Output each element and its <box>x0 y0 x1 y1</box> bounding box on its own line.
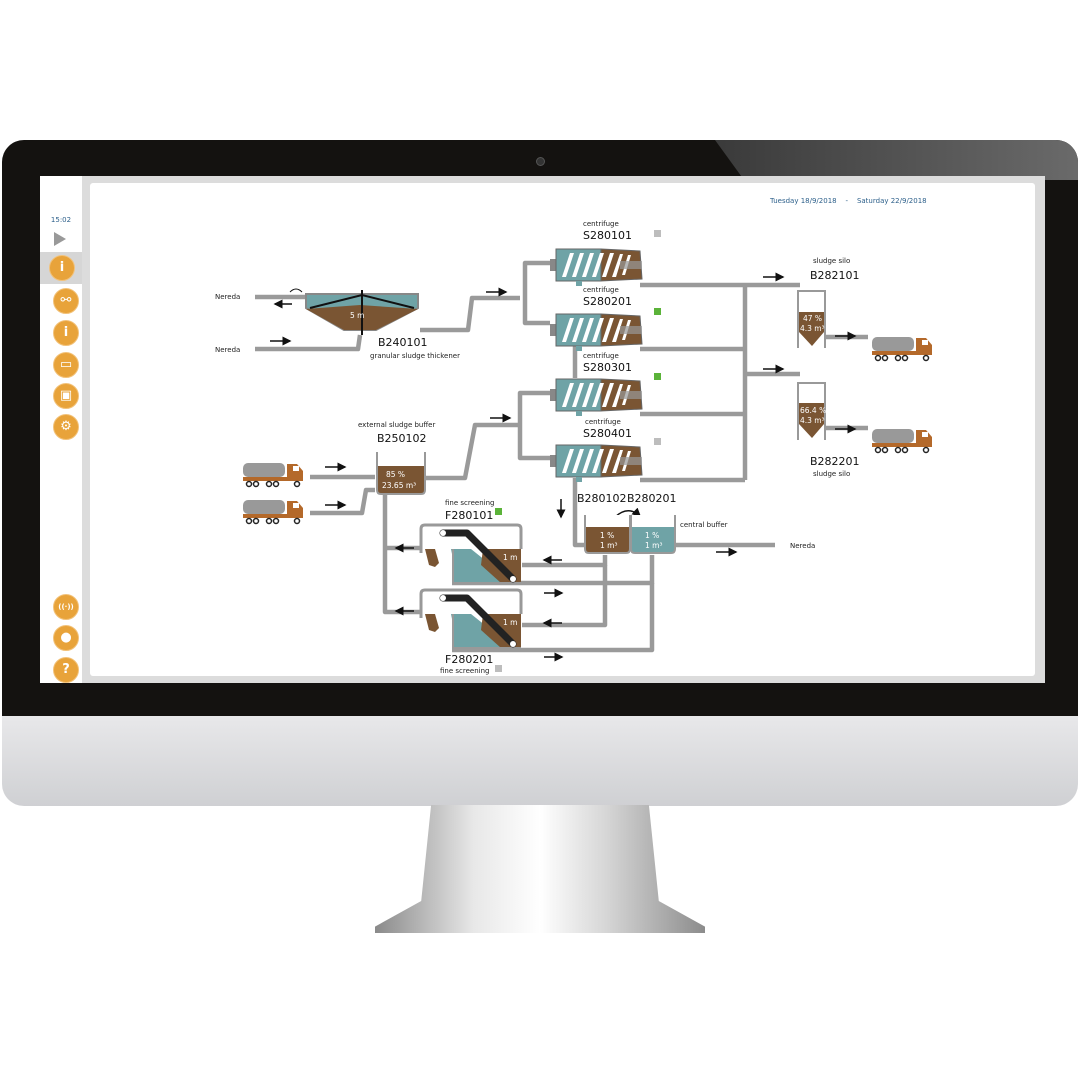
date-range: Tuesday 18/9/2018 - Saturday 22/9/2018 <box>770 197 927 205</box>
centrifuge-S280101[interactable] <box>549 248 643 287</box>
nav-monitor-chart[interactable]: ▭ <box>46 349 79 379</box>
centrifuge-label: centrifuge <box>585 418 621 426</box>
thickener-label: granular sludge thickener <box>370 352 460 360</box>
buffer-volume: 23.65 m³ <box>382 481 416 490</box>
buffer-label: external sludge buffer <box>358 421 435 429</box>
status-indicator-on <box>495 508 502 515</box>
buffer-percent: 85 % <box>386 470 405 479</box>
truck-icon <box>871 336 933 362</box>
nav-location-info[interactable]: i <box>40 252 82 284</box>
status-indicator-off <box>495 665 502 672</box>
gear-icon: ⚙ <box>53 414 79 440</box>
screening-id: F280101 <box>445 509 493 522</box>
screening-level: 1 m <box>503 553 517 562</box>
nav-network[interactable]: ⚯ <box>46 285 79 315</box>
nav-signal[interactable]: ((·)) <box>46 591 79 621</box>
location-info-icon: i <box>49 255 75 281</box>
status-indicator-on <box>654 308 661 315</box>
sidebar: 15:02 i ⚯ i ▭ ▣ ⚙ ((·)) ● ? <box>40 176 82 683</box>
silo-volume: 4.3 m³ <box>800 416 825 425</box>
pipes <box>255 260 868 653</box>
screening-id: F280201 <box>445 653 493 666</box>
truck-icon <box>871 428 933 454</box>
thickener-id: B240101 <box>378 336 428 349</box>
thickener-B240101[interactable]: 5 m <box>305 290 419 335</box>
nereda-label-bottom: Nereda <box>215 346 240 354</box>
overflow-arrow <box>289 288 303 293</box>
centrifuge-label: centrifuge <box>583 220 619 228</box>
signal-icon: ((·)) <box>53 594 79 620</box>
nav-search-info[interactable]: i <box>46 317 79 347</box>
bezel-glare <box>715 140 1078 180</box>
silo-id: B282201 <box>810 455 860 468</box>
silo-B282201[interactable]: 66.4 % 4.3 m³ <box>797 382 826 440</box>
tank-id: B280102 <box>577 492 627 505</box>
status-indicator-off <box>654 438 661 445</box>
nav-help[interactable]: ? <box>46 654 79 684</box>
monitor-chart-icon: ▭ <box>53 352 79 378</box>
monitor-settings-icon: ▣ <box>53 383 79 409</box>
tank-percent: 1 % <box>645 531 659 540</box>
tank-volume: 1 m³ <box>600 541 617 550</box>
central-buffer-B280102[interactable]: 1 % 1 m³ <box>584 515 631 554</box>
screening-level: 1 m <box>503 618 517 627</box>
nav-monitor-settings[interactable]: ▣ <box>46 380 79 410</box>
centrifuge-S280201[interactable] <box>549 313 643 352</box>
play-icon[interactable] <box>54 232 66 246</box>
network-icon: ⚯ <box>53 288 79 314</box>
nereda-label-out: Nereda <box>790 542 815 550</box>
date-separator: - <box>845 197 849 205</box>
silo-label: sludge silo <box>813 470 850 478</box>
monitor-chin <box>2 716 1078 806</box>
centrifuge-S280301[interactable] <box>549 378 643 417</box>
centrifuge-id: S280401 <box>583 427 632 440</box>
tank-percent: 1 % <box>600 531 614 540</box>
help-icon: ? <box>53 657 79 683</box>
flow-arrows <box>270 272 857 662</box>
status-indicator-on <box>654 373 661 380</box>
external-buffer-B250102[interactable]: 85 % 23.65 m³ <box>376 452 426 495</box>
truck-icon <box>242 499 304 525</box>
clock: 15:02 <box>50 216 72 224</box>
search-info-icon: i <box>53 320 79 346</box>
centrifuge-S280401[interactable] <box>549 444 643 483</box>
fine-screening-F280101[interactable]: 1 m <box>421 525 521 583</box>
silo-label: sludge silo <box>813 257 850 265</box>
centrifuge-id: S280101 <box>583 229 632 242</box>
truck-icon <box>242 462 304 488</box>
centrifuge-label: centrifuge <box>583 352 619 360</box>
centrifuge-id: S280201 <box>583 295 632 308</box>
date-to[interactable]: Saturday 22/9/2018 <box>856 197 927 205</box>
screening-label: fine screening <box>440 667 489 675</box>
thickener-level: 5 m <box>350 311 364 320</box>
monitor-stand <box>375 805 705 933</box>
silo-id: B282101 <box>810 269 860 282</box>
tank-id: B280201 <box>627 492 677 505</box>
buffer-id: B250102 <box>377 432 427 445</box>
webcam <box>536 157 545 166</box>
silo-B282101[interactable]: 47 % 4.3 m³ <box>797 290 826 348</box>
central-buffer-B280201[interactable]: 1 % 1 m³ <box>630 515 676 554</box>
nereda-label-top: Nereda <box>215 293 240 301</box>
nav-settings[interactable]: ⚙ <box>46 411 79 441</box>
tank-volume: 1 m³ <box>645 541 662 550</box>
silo-percent: 66.4 % <box>800 406 826 415</box>
centrifuge-label: centrifuge <box>583 286 619 294</box>
status-indicator-off <box>654 230 661 237</box>
silo-percent: 47 % <box>803 314 822 323</box>
date-from[interactable]: Tuesday 18/9/2018 <box>770 197 837 205</box>
screening-label: fine screening <box>445 499 494 507</box>
fine-screening-F280201[interactable]: 1 m <box>421 590 521 648</box>
central-buffer-label: central buffer <box>680 521 728 529</box>
user-icon: ● <box>53 625 79 651</box>
centrifuge-id: S280301 <box>583 361 632 374</box>
nav-user[interactable]: ● <box>46 622 79 652</box>
silo-volume: 4.3 m³ <box>800 324 825 333</box>
